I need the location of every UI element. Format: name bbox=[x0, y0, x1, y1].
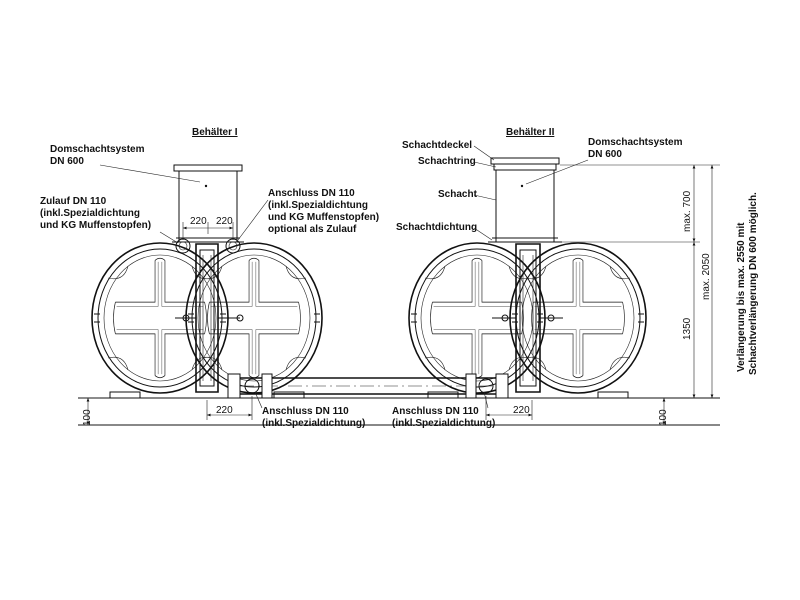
tank-1-shaft-cover bbox=[173, 164, 243, 172]
tank-2-dome-label-2: DN 600 bbox=[588, 149, 622, 160]
tank-2-ring-label: Schachtring bbox=[418, 156, 476, 167]
dim-1350: 1350 bbox=[682, 317, 693, 340]
tank-1-dim-top-left: 220 bbox=[190, 216, 207, 227]
right-dim-100: 100 bbox=[658, 409, 669, 426]
tank-1-dome-label-1: Domschachtsystem bbox=[50, 144, 145, 155]
tank-2-conn-bottom-label-1: Anschluss DN 110 bbox=[392, 406, 479, 417]
tank-1-conn-top-label-4: optional als Zulauf bbox=[268, 224, 357, 235]
tank-1-dome-label-2: DN 600 bbox=[50, 156, 84, 167]
tank-2-dim-bottom: 220 bbox=[513, 405, 530, 416]
dim-max-700: max. 700 bbox=[682, 190, 693, 232]
left-dim-100: 100 bbox=[82, 409, 93, 426]
tank-2-shaft-label: Schacht bbox=[438, 189, 478, 200]
connecting-pipe bbox=[227, 373, 509, 399]
dim-max-2050: max. 2050 bbox=[701, 253, 712, 300]
tank-1-inlet-label-3: und KG Muffenstopfen) bbox=[40, 220, 151, 231]
tank-2-right-sphere bbox=[510, 243, 646, 393]
tank-2-seal-label: Schachtdichtung bbox=[396, 222, 477, 233]
tank-1-conn-top-label-1: Anschluss DN 110 bbox=[268, 188, 355, 199]
tank-1-inlet-label-2: (inkl.Spezialdichtung bbox=[40, 208, 140, 219]
tank-1-title: Behälter I bbox=[192, 127, 238, 138]
tank-2-shaft-cover bbox=[490, 157, 560, 165]
tank-2-left-sphere bbox=[409, 243, 545, 393]
tank-2-cover-label: Schachtdeckel bbox=[402, 140, 472, 151]
tank-2-drawing bbox=[409, 157, 646, 399]
tank-2-title: Behälter II bbox=[506, 127, 555, 138]
tank-1-dome-leader bbox=[99, 164, 201, 183]
tank-1-conn-top-label-2: (inkl.Spezialdichtung bbox=[268, 200, 368, 211]
tank-1-conn-bottom-label-2: (inkl.Spezialdichtung) bbox=[262, 418, 365, 429]
tank-1-dim-top-right: 220 bbox=[216, 216, 233, 227]
tank-1-conn-bottom-label-1: Anschluss DN 110 bbox=[262, 406, 349, 417]
tank-2-dome-label-1: Domschachtsystem bbox=[588, 137, 683, 148]
extension-note-1: Verlängerung bis max. 2550 mit bbox=[736, 222, 747, 372]
extension-note-2: Schachtverlängerung DN 600 möglich. bbox=[748, 192, 759, 375]
tank-1-dim-bottom: 220 bbox=[216, 405, 233, 416]
tank-1-inlet-label-1: Zulauf DN 110 bbox=[40, 196, 107, 207]
tank-2-shaft bbox=[495, 169, 555, 243]
tank-1-conn-top-label-3: und KG Muffenstopfen) bbox=[268, 212, 379, 223]
tank-2-shaft-ring bbox=[493, 163, 557, 171]
tank-2-conn-bottom-label-2: (inkl.Spezialdichtung) bbox=[392, 418, 495, 429]
